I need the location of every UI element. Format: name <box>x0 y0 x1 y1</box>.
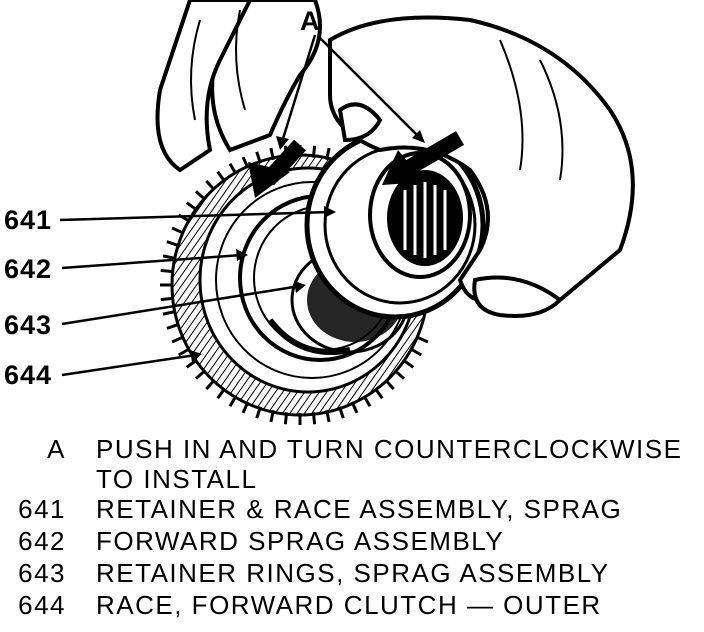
legend-key: 642 <box>18 526 66 556</box>
leader-arrowheads <box>190 130 425 362</box>
gear-tooth <box>283 412 289 425</box>
gear-tooth <box>325 147 331 161</box>
leader-lines <box>59 34 421 377</box>
gear-tooth <box>362 395 372 407</box>
gear-tooth <box>160 296 173 302</box>
gear-tooth <box>216 170 226 183</box>
gear-tooth <box>205 379 216 391</box>
gear-tooth <box>394 369 406 380</box>
legend-description: TO INSTALL <box>96 464 258 494</box>
gear-tooth <box>269 147 275 161</box>
gear-tooth <box>162 254 176 260</box>
gear-tooth <box>384 379 395 391</box>
gear-tooth <box>160 268 173 274</box>
gear-tooth <box>162 310 176 316</box>
legend-description: PUSH IN AND TURN COUNTERCLOCKWISE <box>96 434 683 464</box>
gear-tooth <box>205 179 216 191</box>
gear-tooth <box>194 190 206 201</box>
legend-key: A <box>47 434 66 464</box>
sprag-assembly-illustration <box>59 0 635 425</box>
callout-a: A <box>300 6 321 36</box>
callout-643: 643 <box>4 310 53 340</box>
callout-642: 642 <box>4 254 53 284</box>
gear-tooth <box>311 412 317 425</box>
legend-key: 641 <box>18 494 66 524</box>
gear-tooth <box>255 406 262 419</box>
gear-tooth <box>166 323 179 330</box>
gear-tooth <box>338 406 345 419</box>
gear-tooth <box>178 347 190 357</box>
arrow-a-right <box>382 131 465 185</box>
legend-description: RETAINER & RACE ASSEMBLY, SPRAG <box>96 494 623 524</box>
gear-tooth <box>228 395 238 407</box>
arrow-a-left <box>248 139 306 198</box>
gear-tooth <box>311 145 317 158</box>
legend-key: 644 <box>18 590 66 620</box>
gear-tooth <box>269 409 275 423</box>
gear-tooth <box>402 359 415 369</box>
gear-tooth <box>185 201 198 211</box>
gear-tooth <box>374 387 384 400</box>
gear-tooth <box>185 359 198 369</box>
legend-description: RACE, FORWARD CLUTCH — OUTER <box>96 590 602 620</box>
hand-shading <box>190 9 564 181</box>
gear-tooth <box>410 347 422 357</box>
gear-tooth <box>216 387 226 400</box>
gear-tooth <box>241 401 250 414</box>
gear-tooth <box>350 401 359 414</box>
gear-tooth <box>228 163 238 175</box>
gear-tooth <box>416 335 429 344</box>
gear-tooth <box>166 240 179 247</box>
gear-tooth <box>255 151 262 164</box>
legend-description: FORWARD SPRAG ASSEMBLY <box>96 526 505 556</box>
hands <box>155 0 635 318</box>
gear-tooth <box>171 335 184 344</box>
gear-tooth <box>171 226 184 235</box>
callout-641: 641 <box>4 205 53 235</box>
callout-644: 644 <box>4 360 53 390</box>
legend-key: 643 <box>18 558 66 588</box>
gear-tooth <box>241 156 250 169</box>
legend-description: RETAINER RINGS, SPRAG ASSEMBLY <box>96 558 610 588</box>
gear-tooth <box>194 369 206 380</box>
gear-tooth <box>325 409 331 423</box>
